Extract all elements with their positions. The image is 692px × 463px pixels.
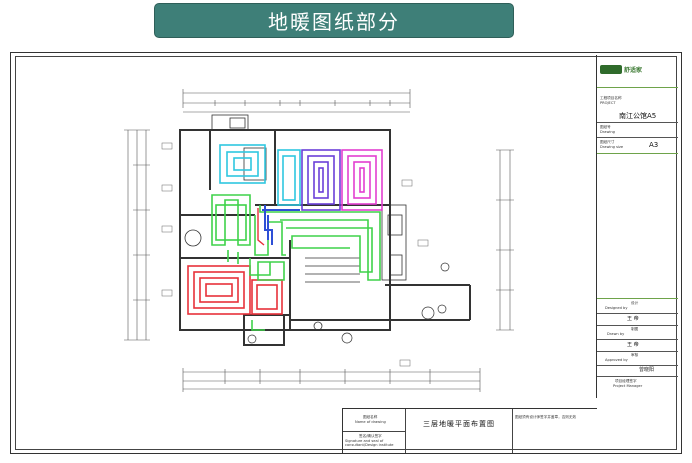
dimension-lines-bottom <box>182 368 481 392</box>
approver-name: 曾晓阳 <box>639 367 655 373</box>
size-value: A3 <box>649 141 659 149</box>
project-name: 南江公馆A5 <box>619 112 657 120</box>
title-block: 舒适家 工程项目名称 PROJECT 南江公馆A5 图纸号 Drawing 图纸… <box>596 55 678 398</box>
designed-label: 设计 <box>631 301 639 305</box>
wall-details <box>184 114 407 331</box>
pm-label: 项目经理签字 <box>615 379 637 383</box>
company-logo <box>600 65 622 74</box>
signature-label-en: Signature and seal of consultant/Design … <box>345 439 394 448</box>
designed-label-en: Designed by <box>605 306 628 310</box>
heating-zone-green <box>211 194 381 331</box>
drafter-name: 王 帝 <box>627 342 639 348</box>
dimension-lines-top <box>182 89 411 113</box>
drawn-label-en: Drawn by <box>607 332 625 336</box>
page-title: 地暖图纸部分 <box>268 10 400 34</box>
manifold-return-lines <box>257 208 265 246</box>
project-label-en: PROJECT <box>600 101 616 105</box>
signature-label: 签名/确认签字 <box>359 434 382 438</box>
drawing-name-label-en: Name of drawing <box>355 420 386 424</box>
manifold-supply-lines <box>262 205 300 245</box>
heating-zone-cyan <box>219 144 301 206</box>
dimension-lines-right <box>496 149 514 331</box>
drawing-no-label-en: Drawing <box>600 130 615 134</box>
drawn-label: 制图 <box>631 327 639 331</box>
project-label: 工程项目名称 <box>600 96 622 100</box>
validity-note: 图纸须有设计师签字并盖章，否则无效 <box>515 415 577 419</box>
drawing-frame <box>15 56 677 450</box>
plant-symbols <box>247 262 450 344</box>
drawing-sheet <box>10 52 682 454</box>
approved-label-en: Approved by <box>605 358 628 362</box>
size-label: 图纸尺寸 <box>600 140 615 144</box>
drawing-name-label: 图纸名称 <box>363 415 378 419</box>
drawing-name: 三层地暖平面布置图 <box>423 420 495 428</box>
page-title-banner: 地暖图纸部分 <box>154 3 514 38</box>
dimension-lines-left <box>124 129 150 341</box>
approved-label: 审核 <box>631 353 639 357</box>
heating-zone-magenta <box>341 149 383 211</box>
size-label-en: Drawing size <box>600 145 624 149</box>
drawing-no-label: 图纸号 <box>600 125 611 129</box>
tb-divider-green <box>597 87 678 88</box>
designer-name: 王 帝 <box>627 316 639 322</box>
heating-zone-red <box>187 265 283 315</box>
bottom-title-strip: 图纸名称 Name of drawing 签名/确认签字 Signature a… <box>342 408 597 453</box>
heating-zone-purple <box>301 149 341 211</box>
room-tags <box>161 142 429 367</box>
pm-label-en: Project Manager <box>613 384 643 388</box>
logo-text: 舒适家 <box>624 67 643 74</box>
